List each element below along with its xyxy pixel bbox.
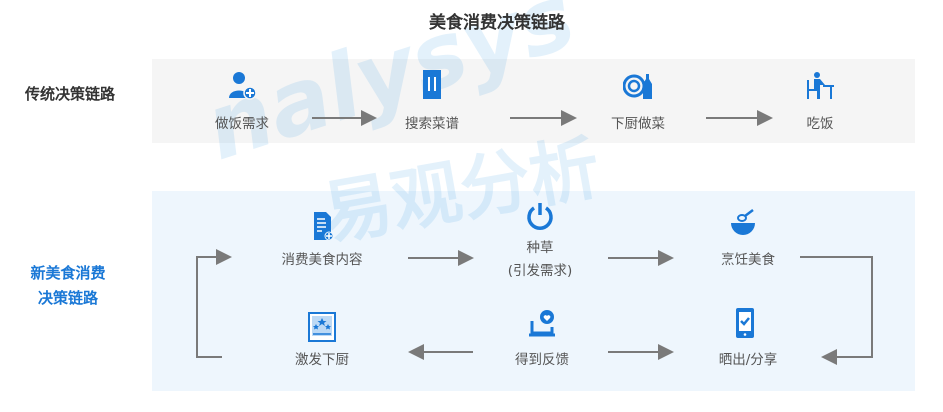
traditional-label: 传统决策链路: [24, 85, 115, 103]
user-plus-icon: [229, 72, 257, 100]
whisk-bowl-icon: [731, 209, 755, 235]
person-eating-icon: [807, 72, 834, 99]
traditional-band: [152, 59, 915, 143]
step-label: 烹饪美食: [721, 252, 775, 268]
step-label: 吃饭: [806, 116, 834, 132]
loop-arrow-right: [800, 256, 873, 365]
power-icon: [527, 203, 553, 230]
phone-check-icon: [736, 308, 754, 338]
step-label: 种草: [526, 240, 554, 256]
step-label: 消费美食内容: [281, 252, 363, 268]
step-label: 得到反馈: [515, 352, 569, 368]
page-title: 美食消费决策链路: [429, 13, 565, 33]
step-label: 晒出/分享: [718, 352, 778, 368]
step-label: 下厨做菜: [611, 116, 665, 132]
step-label: 做饭需求: [215, 116, 269, 132]
plate-bottle-icon: [623, 74, 652, 99]
step-sublabel: (引发需求): [507, 263, 573, 279]
new-label-line2: 决策链路: [37, 289, 98, 307]
step-label: 激发下厨: [295, 352, 349, 368]
star-certificate-icon: [308, 312, 336, 342]
loop-arrow-left: [196, 249, 232, 358]
laptop-heart-icon: [529, 310, 555, 337]
step-label: 搜索菜谱: [405, 116, 459, 132]
recipe-book-icon: [423, 70, 441, 99]
new-label-line1: 新美食消费: [30, 264, 106, 282]
document-plus-icon: [314, 212, 334, 241]
